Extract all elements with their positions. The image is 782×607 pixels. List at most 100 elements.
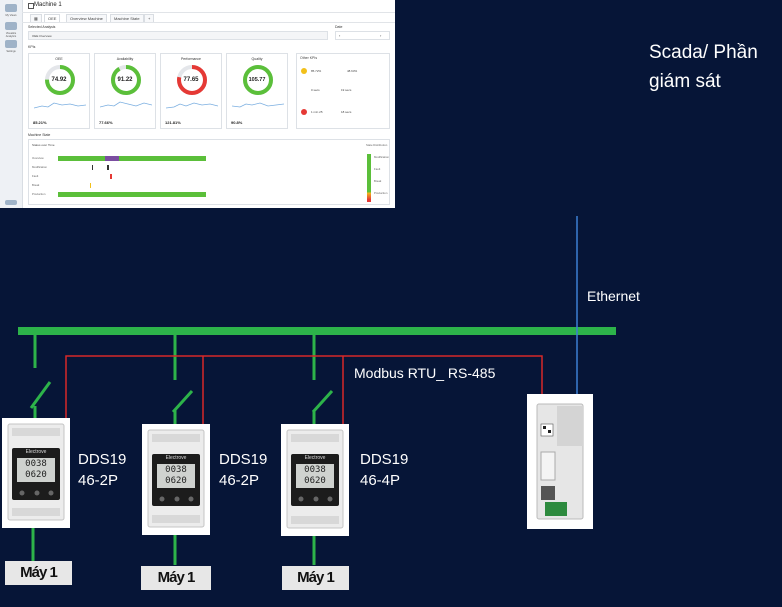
tab-overview-machine[interactable]: Overview Machine: [66, 14, 107, 22]
views-icon: [5, 4, 17, 12]
state-row-label: Modification: [32, 165, 47, 169]
kpi-gauge: [243, 65, 273, 95]
power-bus: [18, 327, 616, 335]
modification-mark: [107, 165, 109, 170]
scada-screenshot: My Views Visualize Analytics Settings Ma…: [0, 0, 395, 208]
kpi-card-quality: Quality 105.77 90.8%: [226, 53, 288, 129]
overview-bar: [58, 156, 206, 161]
other-kpi-value: 85.72%: [311, 69, 322, 73]
energy-meter-3: Electrove 0038 0620: [281, 424, 349, 536]
breaker-switch-3: [311, 389, 334, 414]
other-kpi-value: 1 min 25: [311, 110, 323, 114]
meter-display: 0038 0620: [157, 465, 195, 487]
modbus-line: [65, 355, 543, 420]
modbus-label: Modbus RTU_ RS-485: [354, 365, 496, 381]
meter-display: 0038 0620: [296, 465, 334, 487]
kpi-name: OEE: [55, 57, 63, 61]
kpi-sparkline: [232, 102, 284, 108]
state-distribution-label: State Distribution: [366, 143, 388, 147]
sidebar-item-label: Settings: [6, 50, 16, 53]
scada-tabs: ▦ OEE Overview Machine Machine State +: [22, 12, 395, 23]
kpi-gauge: [111, 65, 141, 95]
meter-brand-label: Electrove: [165, 455, 187, 461]
other-kpi-value: 48.63%: [347, 69, 358, 73]
sidebar-item-label: My Views: [5, 14, 17, 17]
machine-3-label: Máy 1: [282, 566, 349, 590]
ethernet-label: Ethernet: [587, 288, 640, 304]
state-legend-item: Fault: [374, 167, 381, 171]
kpi-name: Availability: [116, 57, 134, 61]
energy-meter-2: Electrove 0038 0620: [142, 424, 210, 535]
gateway-device: [527, 394, 593, 529]
meter-3-model-line1: DDS19: [360, 451, 409, 468]
kpi-sparkline: [100, 101, 152, 108]
tab-oee[interactable]: OEE: [44, 14, 61, 22]
other-kpi-value: 19 secs: [341, 88, 352, 92]
prev-date-icon[interactable]: ‹: [339, 33, 341, 38]
other-kpis-label: Other KPIs: [300, 56, 318, 60]
machine-2-label: Máy 1: [141, 566, 211, 590]
kpi-name: Quality: [251, 57, 263, 61]
other-kpis-panel: Other KPIs 85.72% 48.63% 0 secs 19 secs …: [296, 53, 390, 129]
kpi-value: 91.22: [117, 77, 133, 83]
scada-label-line2: giám sát: [649, 71, 721, 92]
overview-mixed-bar: [105, 156, 119, 161]
breaker-switch-1: [29, 381, 52, 409]
state-row-label: Fault: [32, 174, 39, 178]
production-bar: [58, 192, 206, 197]
analysis-value: OEE Overview: [32, 34, 52, 38]
meter-1-model-line2: 46-2P: [78, 472, 119, 489]
kpi-value: 105.77: [248, 77, 266, 83]
stop-icon: [301, 109, 307, 115]
gateway-body: [536, 403, 584, 520]
kpi-sub-value: 77.66%: [99, 120, 113, 125]
meter-display-row: 0038: [165, 465, 187, 475]
scada-topbar: [22, 0, 395, 13]
meter-brand-label: Electrove: [25, 449, 47, 455]
state-row-label: Production: [32, 192, 46, 196]
kpi-sparkline: [34, 102, 86, 109]
energy-meter-1: Electrove 0038 0620: [2, 418, 70, 528]
kpi-value: 74.92: [51, 77, 67, 83]
kpi-card-performance: Performance 77.65 121.81%: [160, 53, 222, 129]
grid-tab[interactable]: ▦: [30, 14, 42, 22]
machine-state-label: Machine State: [28, 133, 51, 137]
scada-label-line1: Scada/ Phần: [649, 42, 758, 63]
settings-icon: [5, 40, 17, 48]
kpi-sub-value: 121.81%: [165, 120, 181, 125]
sidebar-item-label: Visualize Analytics: [5, 32, 17, 38]
fault-mark: [110, 174, 112, 179]
kpis-label: KPIs: [28, 45, 36, 49]
date-label: Date: [335, 25, 343, 29]
meter-body: [2, 418, 70, 528]
meter-display-row: 0038: [25, 459, 47, 469]
meter-body: [281, 424, 349, 536]
state-legend-item: Break: [374, 179, 382, 183]
next-date-icon[interactable]: ›: [380, 33, 382, 38]
kpi-card-availability: Availability 91.22 77.66%: [94, 53, 156, 129]
machine-state-panel: Status over Time Overview Modification F…: [28, 139, 390, 205]
expand-icon: [5, 200, 17, 205]
state-row-label: Overview: [32, 156, 44, 160]
breaker-switch-2: [171, 389, 194, 414]
kpi-name: Performance: [180, 57, 202, 61]
machine-1-label: Máy 1: [5, 561, 72, 585]
state-legend-item: Modification: [374, 155, 389, 159]
kpi-gauge: [45, 65, 75, 95]
kpi-sub-value: 90.8%: [231, 120, 243, 125]
sun-icon: [301, 68, 307, 74]
analysis-select[interactable]: OEE Overview: [28, 31, 328, 40]
tab-machine-state[interactable]: Machine State: [110, 14, 144, 22]
meter-brand-label: Electrove: [304, 455, 326, 461]
meter-2-model-line1: DDS19: [219, 451, 268, 468]
other-kpi-value: 18 secs: [341, 110, 352, 114]
modification-mark: [92, 165, 93, 170]
selected-analysis-label: Selected Analysis: [28, 25, 56, 29]
add-tab-icon[interactable]: +: [144, 14, 154, 22]
break-mark: [90, 183, 91, 188]
date-picker[interactable]: ‹ ›: [335, 31, 390, 40]
other-kpi-value: 0 secs: [311, 88, 320, 92]
meter-body: [142, 424, 210, 535]
meter-display: 0038 0620: [17, 459, 55, 481]
